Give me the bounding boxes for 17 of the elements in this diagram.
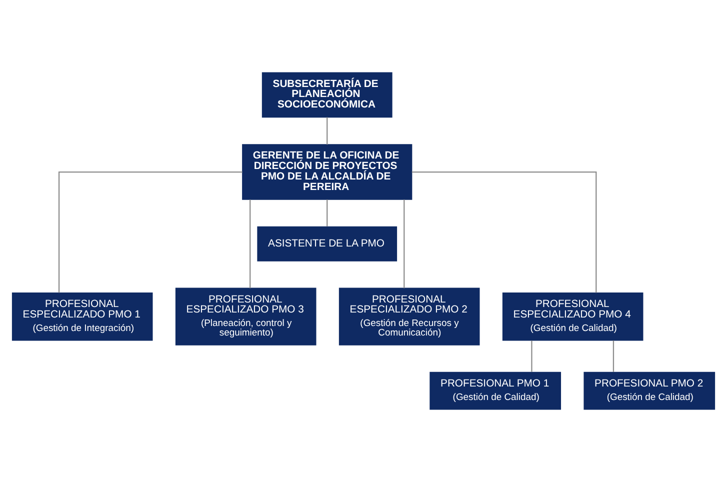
node-box: SUBSECRETARÍA DE PLANEACIÓN SOCIOECONÓMICA [262,72,392,118]
connector [326,117,328,145]
connector [250,200,251,288]
connector [531,340,532,372]
node-box: GERENTE DE LA OFICINA DE DIRECCIÓN DE PROYECTOS PMO DE LA ALCALDÍA DE PEREIRA [242,144,412,200]
node-box: PROFESIONAL PMO 1 (Gestión de Calidad) [430,372,562,410]
connector [412,171,597,293]
node-box: PROFESIONAL PMO 2 (Gestión de Calidad) [584,372,716,410]
node-box: PROFESIONAL ESPECIALIZADO PMO 2 (Gestión de Recursos y Comunicación) [338,288,480,346]
node-box: ASISTENTE DE LA PMO [257,226,398,262]
node-box: PROFESIONAL ESPECIALIZADO PMO 4 (Gestión de Calidad) [502,292,644,341]
node-box: PROFESIONAL ESPECIALIZADO PMO 3 (Planeación, control y seguimiento) [175,288,316,346]
connector [612,340,614,372]
connector [404,200,405,288]
connector [58,171,242,293]
connector [326,200,328,226]
node-box: PROFESIONAL ESPECIALIZADO PMO 1 (Gestión de Integración) [12,292,153,341]
